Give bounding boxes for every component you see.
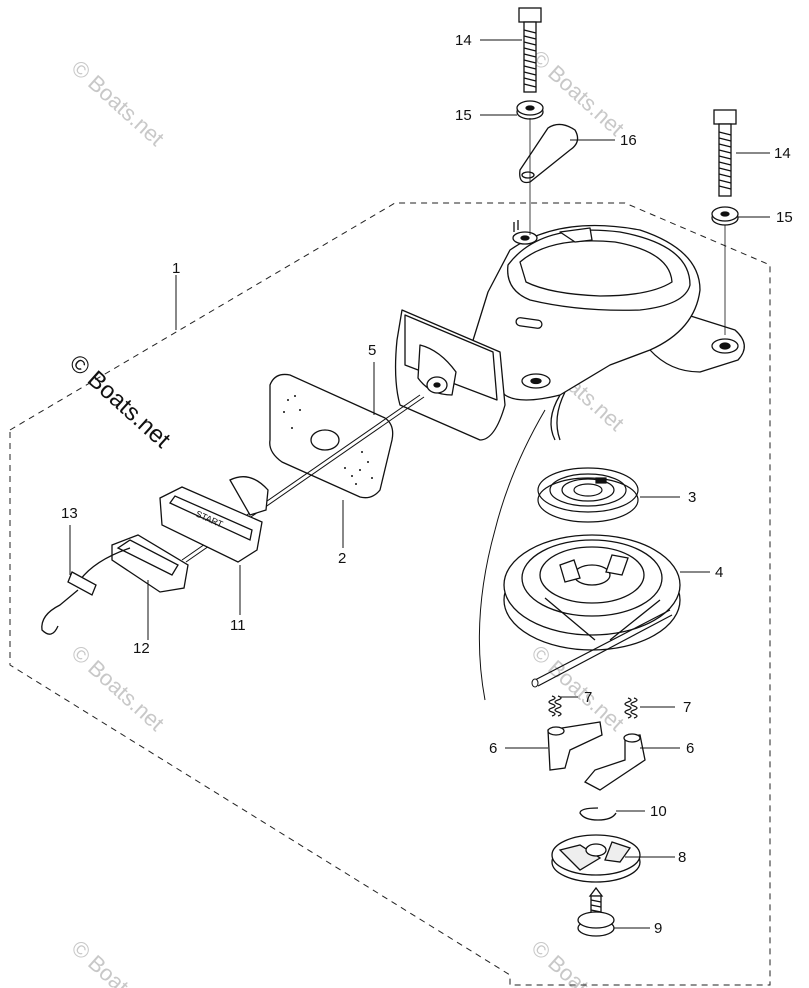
faint-watermarks: © Boats.net © Boats.net © Boats.net © Bo… [67, 45, 629, 988]
callout-3: 3 [688, 489, 696, 506]
callout-12: 12 [133, 640, 150, 657]
callout-labels: 1 2 3 4 5 6 6 7 7 8 9 10 11 12 13 14 14 … [61, 32, 793, 937]
watermark-small: © Boats.net [67, 640, 169, 736]
callout-14-top: 14 [455, 32, 472, 49]
reel-rope [537, 614, 673, 687]
watermark-large: © Boats.net [64, 349, 176, 453]
rope-anchor [111, 534, 189, 593]
watermark-small: © Boats.net [527, 935, 629, 988]
rope-seal-plate [269, 373, 394, 499]
small-spring-right [624, 697, 638, 719]
rope-reel [503, 534, 681, 651]
bracket-clip [519, 123, 579, 184]
callout-10: 10 [650, 803, 667, 820]
callout-14-right: 14 [774, 145, 791, 162]
small-spring-left [548, 695, 562, 717]
callout-1: 1 [172, 260, 180, 277]
callout-15-right: 15 [776, 209, 793, 226]
ratchet-pawl-left [547, 721, 603, 771]
assembly-boundary [9, 202, 771, 986]
starter-handle: START [159, 476, 269, 563]
watermark-small: © Boats.net [527, 640, 629, 736]
washer-right [711, 206, 739, 226]
callout-2: 2 [338, 550, 346, 567]
callout-15-top: 15 [455, 107, 472, 124]
drive-plate [551, 834, 641, 883]
watermark-small: © Boats.net [67, 55, 169, 151]
mounting-bolt-top [518, 7, 542, 93]
leader-lines [69, 39, 770, 929]
ratchet-pawl-right [583, 733, 646, 791]
callout-16: 16 [620, 132, 637, 149]
reel-rope [534, 609, 671, 681]
watermark-small: © Boats.net [67, 935, 169, 988]
watermark-small: © Boats.net [527, 45, 629, 141]
callout-7-left: 7 [584, 689, 592, 706]
callout-7-right: 7 [683, 699, 691, 716]
retaining-clip [579, 807, 617, 821]
recoil-spring [537, 467, 639, 523]
mounting-bolt-right [713, 109, 737, 197]
callout-8: 8 [678, 849, 686, 866]
callout-6-right: 6 [686, 740, 694, 757]
callout-11: 11 [230, 617, 246, 634]
callout-13: 13 [61, 505, 78, 522]
recoil-housing [394, 220, 745, 441]
callout-9: 9 [654, 920, 662, 937]
callout-5: 5 [368, 342, 376, 359]
cable-hook [41, 547, 131, 635]
rope-guide-line [478, 409, 546, 701]
callout-4: 4 [715, 564, 723, 581]
center-bolt [577, 886, 615, 937]
rope-end [531, 678, 539, 688]
washer-top [516, 100, 544, 120]
callout-6-left: 6 [489, 740, 497, 757]
